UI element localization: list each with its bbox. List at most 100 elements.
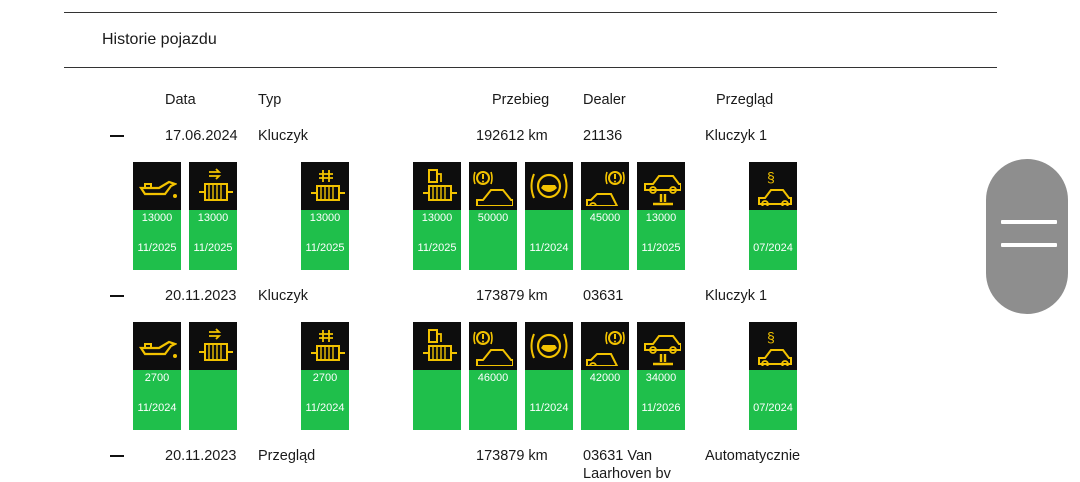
service-tile: 13000 11/2025 [133,162,181,270]
service-tile-km: 13000 [421,212,453,224]
menu-bar-icon [1001,220,1057,224]
menu-bar-icon [1001,243,1057,247]
rear-brake-warning-icon [586,331,625,366]
section-title: Historie pojazdu [102,31,217,48]
service-tile-date: 11/2025 [305,242,345,254]
service-tile-status [133,370,181,430]
service-tile-icon-area [133,322,181,370]
service-tile-status [189,370,237,430]
service-tile-km: 2700 [312,372,338,384]
particle-filter-icon [311,330,345,361]
service-tile-date: 11/2025 [417,242,457,254]
header-date: Data [165,92,196,108]
entry-mileage: 173879 km [476,448,548,464]
service-tile-km: 42000 [589,372,621,384]
service-tile-status [581,370,629,430]
service-tile-status [637,210,685,270]
service-tile-status [749,210,797,270]
side-menu-button[interactable] [984,157,1070,316]
service-tile-status [749,370,797,430]
service-tile-date: 11/2026 [641,402,681,414]
service-tile-date: 11/2025 [137,242,177,254]
service-tile-status [525,370,573,430]
service-tile-km: 46000 [477,372,509,384]
service-tile-status [469,370,517,430]
brake-fluid-icon [530,173,568,199]
svg-text:§: § [767,329,775,345]
collapse-toggle[interactable] [110,135,124,137]
entry-dealer: 03631 Van [583,448,653,464]
entry-date: 20.11.2023 [165,448,237,464]
service-tile-icon-area: § [749,322,797,370]
service-tile: 11/2024 [525,322,573,430]
rear-brake-warning-icon [586,171,625,206]
service-tile-icon-area [413,162,461,210]
vehicle-lift-icon [644,335,681,366]
front-brake-warning-icon [473,171,513,206]
service-tile-icon-area [581,322,629,370]
collapse-toggle[interactable] [110,295,124,297]
entry-service: Automatycznie [705,448,801,464]
collapse-toggle[interactable] [110,455,124,457]
service-tile-status [525,210,573,270]
fuel-filter-icon [423,169,457,201]
fuel-filter-icon [423,329,457,361]
service-tile-date: 11/2025 [193,242,233,254]
service-tile-km: 13000 [141,212,173,224]
air-filter-icon [199,328,233,361]
service-tile-status [413,210,461,270]
entry-type: Przegląd [258,448,316,464]
header-service: Przegląd [716,92,774,108]
service-tile-status [301,210,349,270]
service-tile-status [469,210,517,270]
service-tile-km: 2700 [144,372,170,384]
service-tile: 11/2024 [525,162,573,270]
entry-type: Kluczyk [258,288,308,304]
service-tile-km: 45000 [589,212,621,224]
entry-date: 20.11.2023 [165,288,237,304]
service-tile-icon-area [413,322,461,370]
entry-service: Kluczyk 1 [705,128,768,144]
entry-date: 17.06.2024 [165,128,238,144]
service-tile-icon-area [637,322,685,370]
service-tile: 46000 [469,322,517,430]
service-tile: 13000 11/2025 [413,162,461,270]
service-tile-km: 13000 [197,212,229,224]
service-tile-km: 50000 [477,212,509,224]
service-tile-icon-area: § [749,162,797,210]
entry-service: Kluczyk 1 [705,288,768,304]
svg-text:§: § [767,169,775,185]
service-tile-date: 07/2024 [753,242,793,254]
service-tile: 13000 11/2025 [189,162,237,270]
entry-type: Kluczyk [258,128,308,144]
top-divider [64,12,997,13]
service-tile-icon-area [189,162,237,210]
service-tile-icon-area [525,162,573,210]
service-tile: 45000 [581,162,629,270]
watermark: otomoto [2,445,97,470]
service-tile [189,322,237,430]
service-tile-icon-area [637,162,685,210]
service-tile-date: 11/2025 [641,242,681,254]
service-tile-date: 07/2024 [753,402,793,414]
service-tile: § 07/2024 [749,162,797,270]
vehicle-inspection-icon: § [758,329,792,366]
entry-dealer-line2: Laarhoven bv [583,466,671,482]
service-tile [413,322,461,430]
entry-mileage: 173879 km [476,288,548,304]
service-tile-km: 34000 [645,372,677,384]
service-tile-status [301,370,349,430]
header-dealer: Dealer [583,92,626,108]
service-tile-km: 13000 [645,212,677,224]
service-tile: 34000 11/2026 [637,322,685,430]
service-tile-status [133,210,181,270]
service-tile-icon-area [301,322,349,370]
front-brake-warning-icon [473,331,513,366]
service-tile-status [413,370,461,430]
service-tile-icon-area [469,322,517,370]
header-mileage: Przebieg [492,92,550,108]
oil-can-icon [138,340,177,358]
service-tile: 50000 [469,162,517,270]
